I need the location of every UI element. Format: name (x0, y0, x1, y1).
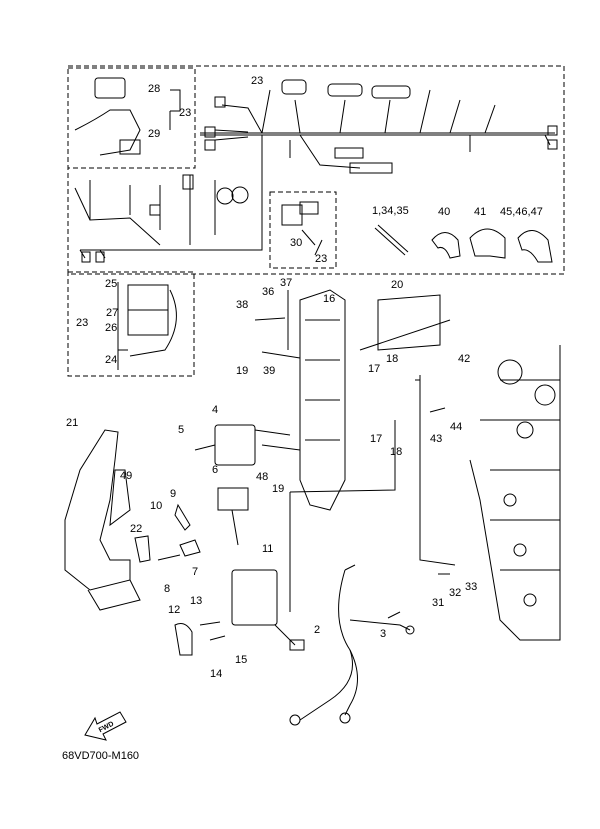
callout-label: 37 (280, 277, 292, 289)
callout-label: 39 (263, 365, 275, 377)
callout-label: 42 (458, 353, 470, 365)
callout-label: 33 (465, 581, 477, 593)
callout-label: 19 (272, 483, 284, 495)
clip-7-22 (134, 535, 201, 563)
callout-label: 30 (290, 237, 302, 249)
callout-label: 10 (150, 500, 162, 512)
callout-label: 9 (170, 488, 176, 500)
callout-label: 17 (368, 363, 380, 375)
callout-label: 21 (66, 417, 78, 429)
callout-label: 36 (262, 286, 274, 298)
callout-label: 23 (179, 107, 191, 119)
callout-label: 32 (449, 587, 461, 599)
callout-label: 14 (210, 668, 222, 680)
callout-label: 41 (474, 206, 486, 218)
callout-labels: 1,34,35 2 3 4 5 6 7 8 9 10 11 12 13 14 1… (66, 75, 543, 680)
callout-label: 1,34,35 (372, 205, 409, 217)
relay-cluster-24-27 (127, 284, 177, 357)
callout-label: 22 (130, 523, 142, 535)
callout-label: 38 (236, 299, 248, 311)
rectifier-11 (231, 569, 305, 651)
callout-label: 26 (105, 322, 117, 334)
harness-connector (81, 79, 558, 263)
subgroup-box-30 (269, 191, 337, 269)
drawing-code: 68VD700-M160 (62, 750, 140, 762)
callout-label: 23 (251, 75, 263, 87)
callout-label: 29 (148, 128, 160, 140)
relay-4 (214, 424, 291, 466)
callout-label: 4 (212, 404, 218, 416)
callout-label: 16 (323, 293, 335, 305)
callout-label: 18 (386, 353, 398, 365)
callout-label: 24 (105, 354, 117, 366)
subgroup-box-28-29 (67, 67, 196, 169)
bolt (157, 290, 450, 641)
battery-cable-2 (289, 564, 415, 726)
callout-label: 23 (76, 317, 88, 329)
callout-label: 18 (390, 446, 402, 458)
harness-group-box (67, 65, 565, 275)
sensor-6 (174, 487, 249, 546)
callout-label: 5 (178, 424, 184, 436)
callout-label: 45,46,47 (500, 206, 543, 218)
connector-cluster-28-29 (74, 77, 141, 156)
wire-harness (74, 89, 555, 259)
callout-label: 11 (262, 543, 273, 555)
callout-label: 28 (148, 83, 160, 95)
placard-49 (109, 469, 131, 527)
bracket-16 (299, 289, 346, 511)
callout-label: 2 (314, 624, 320, 636)
callout-label: 31 (432, 597, 444, 609)
callout-label: 48 (256, 471, 268, 483)
callout-label: 27 (106, 307, 118, 319)
cable-tie-clamp-parts (374, 224, 553, 263)
callout-label: 20 (391, 279, 403, 291)
callout-label: 3 (380, 628, 386, 640)
callout-label: 12 (168, 604, 180, 616)
callout-label: 25 (105, 278, 117, 290)
bracket-20 (359, 294, 451, 351)
callout-label: 17 (370, 433, 382, 445)
callout-label: 23 (315, 253, 327, 265)
callout-label: 7 (192, 566, 198, 578)
callout-label: 8 (164, 583, 170, 595)
callout-label: 6 (212, 464, 218, 476)
callout-label: 15 (235, 654, 247, 666)
clamp-12 (174, 623, 193, 656)
callout-label: 49 (120, 470, 132, 482)
subgroup-box-24-27 (67, 271, 195, 377)
callout-label: 40 (438, 206, 450, 218)
callout-label: 13 (190, 595, 202, 607)
leader-line (117, 89, 456, 612)
engine-block (469, 345, 561, 641)
callout-label: 43 (430, 433, 442, 445)
coupler-30 (281, 201, 319, 226)
fwd-arrow (84, 711, 127, 741)
callout-label: 19 (236, 365, 248, 377)
callout-label: 44 (450, 421, 462, 433)
cover-21 (64, 429, 141, 611)
